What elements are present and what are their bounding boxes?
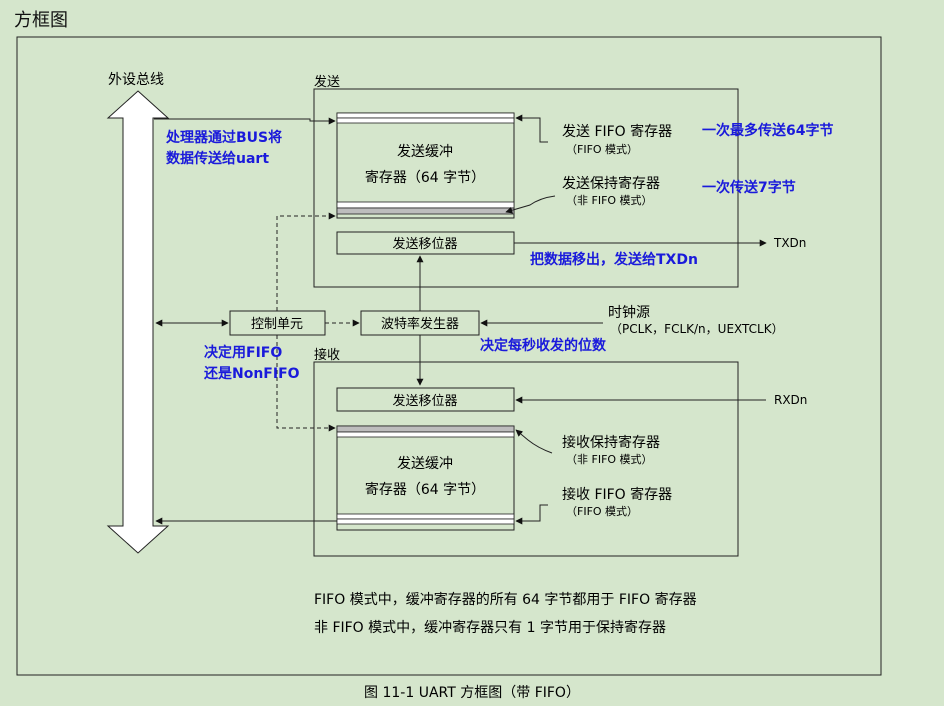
tx-fifo-pointer	[515, 114, 548, 143]
tx-hold-register-label: 发送保持寄存器	[562, 175, 660, 192]
rx-hold-register-label: 接收保持寄存器	[562, 434, 660, 451]
tx-fifo-register-label: 发送 FIFO 寄存器	[562, 123, 672, 140]
rx-fifo-pointer	[515, 504, 548, 525]
rx-hold-register-bar	[336, 425, 515, 433]
tx-fifo-top-bar	[336, 112, 515, 119]
rx-hold-register-mode: （非 FIFO 模式）	[566, 453, 653, 466]
rxdn-pin-label: RXDn	[774, 393, 807, 407]
tx-hold-register-mode: （非 FIFO 模式）	[566, 194, 653, 207]
rx-fifo-bottom-bar	[336, 513, 515, 520]
tx-hold-bottom-bar	[336, 201, 515, 209]
tx-buffer-label-line2: 寄存器（64 字节）	[365, 169, 485, 186]
tx-section-frame	[313, 88, 739, 288]
baud-rate-generator-label: 波特率发生器	[381, 316, 459, 332]
rx-section-frame	[313, 361, 739, 557]
rx-shift-label: 发送移位器	[392, 393, 457, 409]
annotation-control-1: 决定用FIFO	[204, 344, 282, 361]
note-fifo-mode: FIFO 模式中，缓冲寄存器的所有 64 字节都用于 FIFO 寄存器	[314, 591, 697, 608]
annotation-shift-out: 把数据移出，发送给TXDn	[530, 251, 698, 268]
rx-buffer-label-line2: 寄存器（64 字节）	[365, 481, 485, 498]
txdn-pin-label: TXDn	[773, 236, 806, 250]
rx-hold-top-bar	[336, 431, 515, 438]
clock-source-detail: （PCLK，FCLK/n，UEXTCLK）	[610, 322, 784, 336]
annotation-baud-rate: 决定每秒收发的位数	[480, 337, 607, 354]
note-non-fifo-mode: 非 FIFO 模式中，缓冲寄存器只有 1 字节用于保持寄存器	[314, 619, 666, 636]
annotation-bus-to-uart-1: 处理器通过BUS将	[165, 129, 282, 146]
bus-label: 外设总线	[108, 72, 164, 88]
rx-buffer-label-line1: 发送缓冲	[397, 456, 453, 472]
rx-fifo-register-mode: （FIFO 模式）	[566, 505, 638, 518]
peripheral-bus-arrow	[106, 90, 170, 554]
tx-shift-label: 发送移位器	[392, 236, 457, 252]
outer-frame	[16, 36, 882, 676]
tx-buffer-label-line1: 发送缓冲	[397, 144, 453, 160]
tx-fifo-register-mode: （FIFO 模式）	[566, 143, 638, 156]
annotation-single-byte: 一次传送7字节	[702, 179, 796, 196]
tx-section-label: 发送	[314, 74, 340, 90]
tx-hold-register-bar	[336, 207, 515, 215]
rx-fifo-register-label: 接收 FIFO 寄存器	[562, 486, 672, 503]
annotation-fifo-max: 一次最多传送64字节	[702, 122, 833, 139]
rx-hold-pointer	[515, 429, 553, 454]
tx-fifo-top-bar	[336, 117, 515, 124]
rx-fifo-bottom-bar	[336, 518, 515, 525]
page-title: 方框图	[14, 10, 68, 31]
control-to-tx-buffer	[276, 212, 336, 311]
bus-to-tx-buffer	[154, 117, 336, 125]
rx-shift-register	[336, 387, 515, 412]
figure-caption: 图 11-1 UART 方框图（带 FIFO）	[364, 685, 580, 701]
annotation-control-2: 还是NonFIFO	[203, 365, 300, 382]
control-unit-label: 控制单元	[251, 317, 303, 332]
rx-section-label: 接收	[314, 347, 340, 363]
annotation-bus-to-uart-2: 数据传送给uart	[166, 150, 269, 167]
clock-source-label: 时钟源	[608, 304, 650, 321]
control-to-rx-buffer	[276, 335, 336, 432]
tx-hold-pointer	[505, 195, 556, 214]
